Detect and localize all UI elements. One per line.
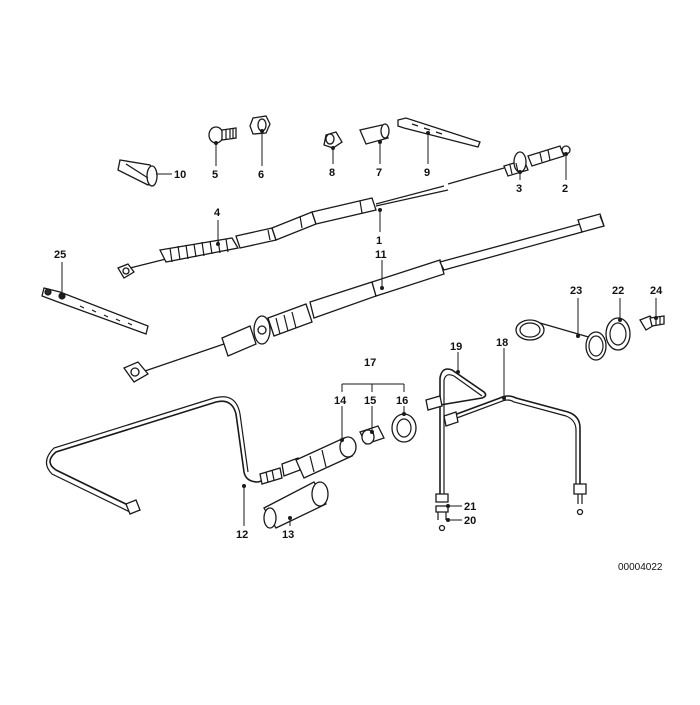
part-5-bolt[interactable]	[208, 126, 237, 144]
callout-4: 4	[214, 207, 221, 219]
part-7-sleeve[interactable]	[359, 123, 390, 145]
part-4-spring[interactable]	[159, 237, 240, 263]
callout-9: 9	[424, 167, 430, 179]
callout-6: 6	[258, 169, 264, 181]
callout-25: 25	[54, 249, 66, 261]
callout-15: 15	[364, 395, 376, 407]
part-13-grip[interactable]	[263, 481, 329, 529]
document-number: 00004022	[618, 562, 663, 573]
callout-19: 19	[450, 341, 462, 353]
part-3-adjuster[interactable]	[447, 151, 529, 185]
part-6-nut[interactable]	[249, 115, 271, 135]
callout-3: 3	[516, 183, 522, 195]
part-22-seal-ring[interactable]	[605, 317, 631, 351]
part-1-clutch-cable[interactable]	[117, 185, 449, 279]
callout-11: 11	[375, 249, 387, 261]
part-8-bush[interactable]	[323, 131, 343, 149]
part-20-washer[interactable]	[435, 505, 584, 532]
part-11-cable[interactable]	[123, 213, 605, 383]
callout-5: 5	[212, 169, 218, 181]
callout-16: 16	[396, 395, 408, 407]
callout-24: 24	[650, 285, 663, 297]
callout-8: 8	[329, 167, 335, 179]
callout-1: 1	[376, 235, 382, 247]
part-14-grip-sleeve[interactable]	[295, 436, 357, 479]
callout-14: 14	[334, 395, 347, 407]
callout-21: 21	[464, 501, 476, 513]
callout-12: 12	[236, 529, 248, 541]
part-24-screw[interactable]	[639, 315, 665, 331]
part-9-cable-strap[interactable]	[397, 117, 481, 148]
part-23-ring-set[interactable]	[515, 319, 607, 361]
leader-lines	[60, 129, 658, 526]
callout-18: 18	[496, 337, 508, 349]
part-25-bracket[interactable]	[41, 287, 149, 335]
callout-2: 2	[562, 183, 568, 195]
callout-20: 20	[464, 515, 476, 527]
callout-22: 22	[612, 285, 624, 297]
part-16-ring[interactable]	[391, 413, 417, 443]
part-10-rubber-boot[interactable]	[117, 159, 158, 187]
callout-17: 17	[364, 357, 376, 369]
part-2-cable-end[interactable]	[527, 145, 571, 167]
callout-labels: 10 5 6 8 7 9 3 2 4 1 11 25 23 22 24 19 1…	[54, 167, 663, 541]
part-21-fitting[interactable]	[435, 483, 587, 504]
callout-7: 7	[376, 167, 382, 179]
part-19-line[interactable]	[425, 368, 487, 494]
part-12-drive-cable[interactable]	[45, 396, 301, 515]
callout-10: 10	[174, 169, 186, 181]
callout-13: 13	[282, 529, 294, 541]
part-18-line[interactable]	[443, 395, 581, 484]
callout-23: 23	[570, 285, 582, 297]
